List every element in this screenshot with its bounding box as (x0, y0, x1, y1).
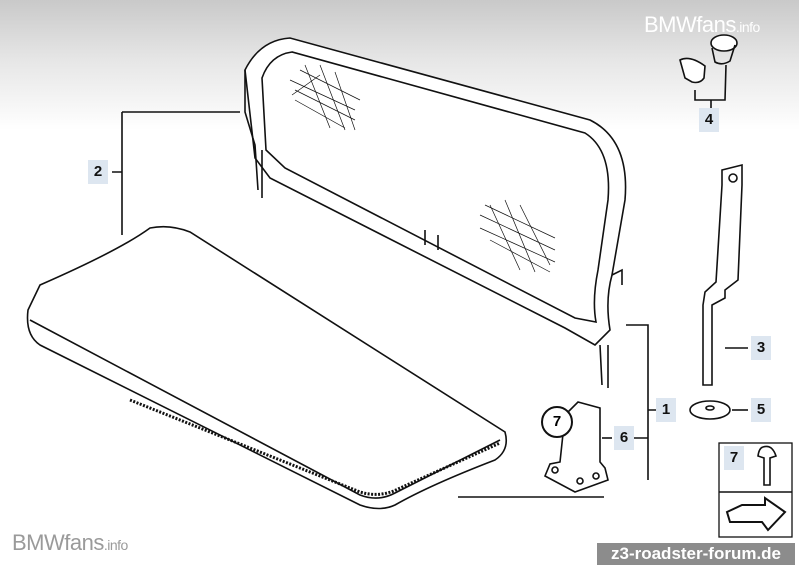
watermark-top: BMWfans.info (644, 12, 760, 38)
panel-edge-texture (129, 398, 501, 496)
callout-2[interactable]: 2 (88, 160, 108, 184)
plug-large (710, 34, 738, 52)
mesh-pattern (289, 64, 556, 273)
watermark-brand: BMWfans (12, 530, 104, 555)
callout-4[interactable]: 4 (699, 108, 719, 132)
forum-banner: z3-roadster-forum.de (597, 543, 795, 565)
support-bracket (702, 163, 743, 386)
watermark-suffix: .info (103, 537, 128, 553)
watermark-suffix: .info (735, 19, 760, 35)
callout-6[interactable]: 6 (614, 426, 634, 450)
callout-5[interactable]: 5 (751, 398, 771, 422)
watermark-brand: BMWfans (644, 12, 736, 37)
watermark-bottom: BMWfans.info (12, 530, 128, 556)
mount-bracket (543, 401, 609, 493)
plug-small (679, 57, 706, 84)
callout-3[interactable]: 3 (751, 336, 771, 360)
callout-1[interactable]: 1 (656, 398, 676, 422)
storage-cover-panel (26, 225, 508, 510)
callout-7-circle[interactable]: 7 (541, 406, 573, 438)
bolt-icon (757, 445, 778, 486)
arrow-icon (725, 496, 787, 532)
callout-7-box[interactable]: 7 (724, 446, 744, 470)
wind-deflector-frame (244, 37, 627, 346)
